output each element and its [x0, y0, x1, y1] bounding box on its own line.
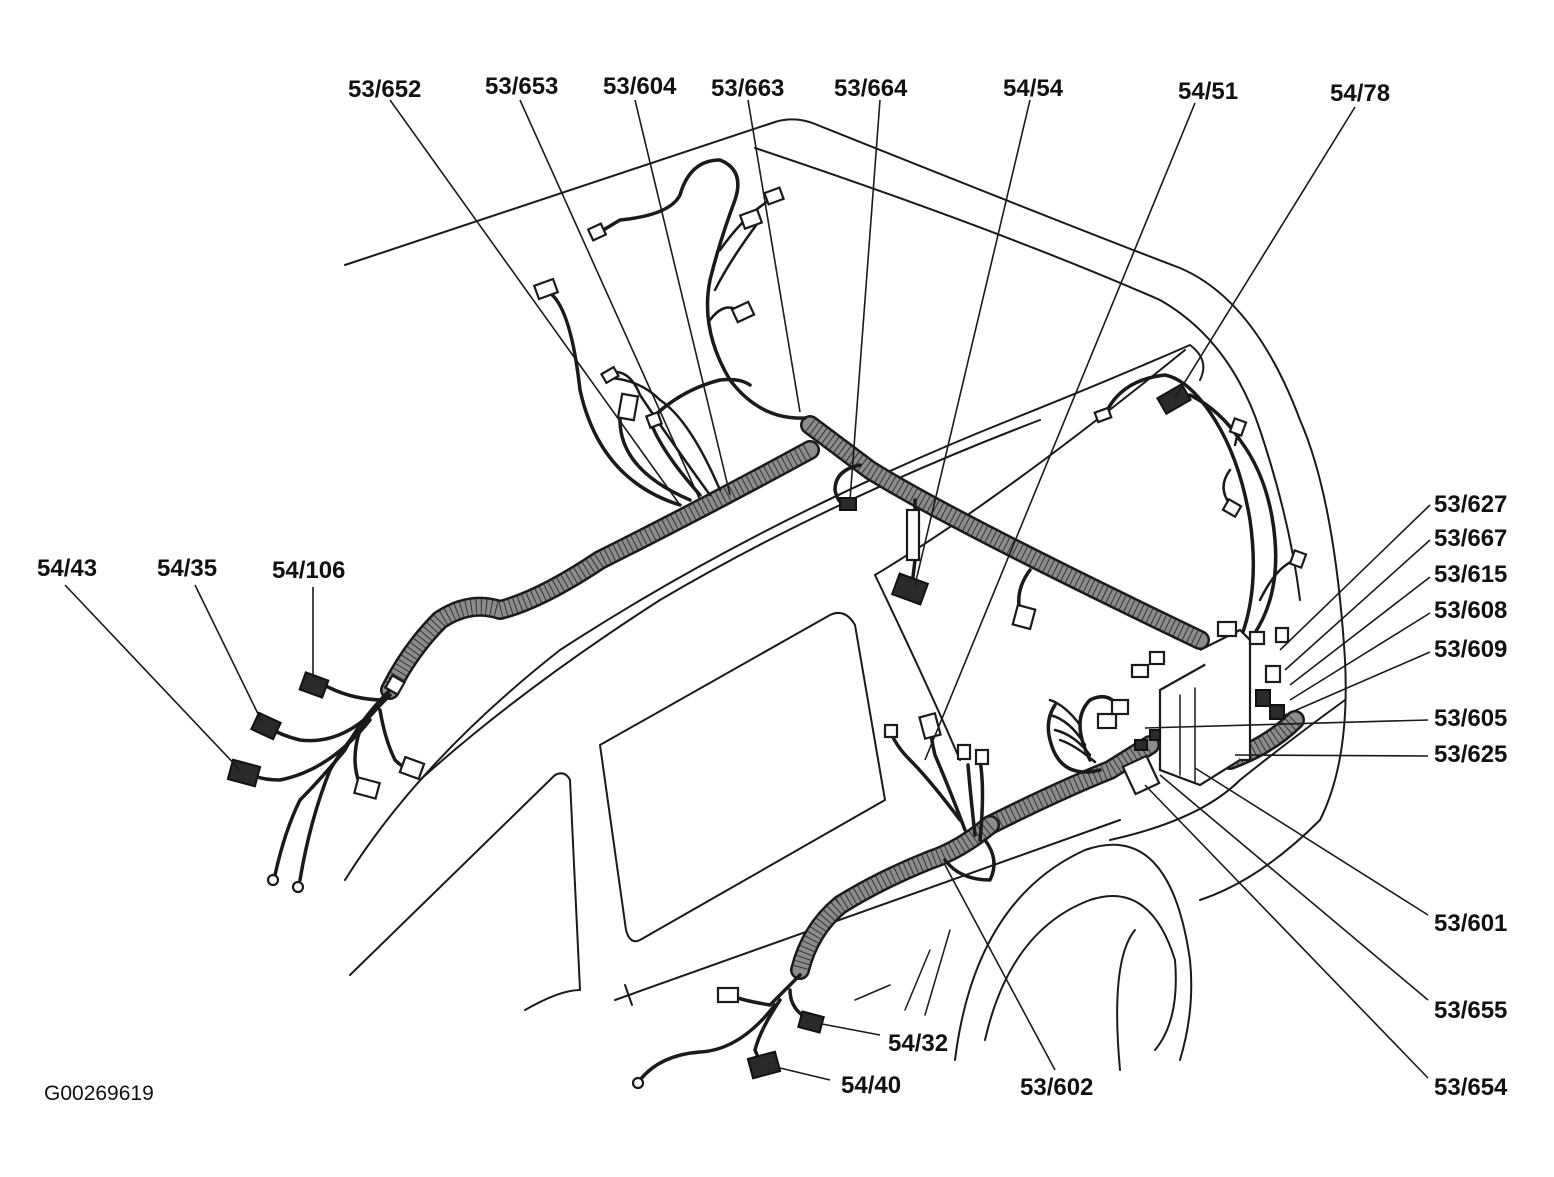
callout-53-667: 53/667: [1434, 525, 1507, 552]
connector-54-106: [298, 671, 330, 699]
vehicle-body-outline: [344, 118, 1347, 1071]
callout-54-51: 54/51: [1178, 78, 1238, 105]
connector-lower-a: [1130, 663, 1150, 679]
connector-pillar-2: [918, 711, 942, 741]
connector-small-2: [644, 410, 664, 430]
callout-54-40: 54/40: [841, 1072, 901, 1099]
connector-53-664: [839, 497, 857, 511]
callout-54-106: 54/106: [272, 557, 345, 584]
connector-54-54: [890, 572, 930, 606]
callout-53-653: 53/653: [485, 73, 558, 100]
connector-pillar-1: [883, 723, 899, 739]
connector-53-654: [1121, 754, 1161, 796]
connector-roof-mid: [738, 207, 764, 231]
module-connector-top: [1216, 620, 1238, 638]
connector-54-35: [249, 711, 283, 741]
connector-vertical: [616, 392, 640, 422]
callout-53-609: 53/609: [1434, 636, 1507, 663]
connector-roof-left: [586, 222, 608, 242]
connector-right-outer: [1288, 548, 1308, 570]
connector-left-small: [599, 365, 621, 385]
callout-54-43: 54/43: [37, 555, 97, 582]
callout-54-54: 54/54: [1003, 75, 1064, 102]
connector-54-40: [746, 1050, 782, 1080]
callout-53-605: 53/605: [1434, 705, 1507, 732]
connector-right-upper: [1228, 416, 1248, 438]
central-electronic-module: [1158, 620, 1290, 787]
callout-54-35: 54/35: [157, 555, 217, 582]
connector-left-top: [532, 277, 560, 301]
connector-right-mid: [1221, 497, 1243, 519]
callout-53-602: 53/602: [1020, 1074, 1093, 1101]
callout-53-652: 53/652: [348, 76, 421, 103]
callout-53-615: 53/615: [1434, 561, 1507, 588]
callout-53-655: 53/655: [1434, 997, 1507, 1024]
callout-53-604: 53/604: [603, 73, 677, 100]
callout-53-663: 53/663: [711, 75, 784, 102]
callout-53-608: 53/608: [1434, 597, 1507, 624]
connector-roof-top: [763, 186, 785, 206]
callout-labels: 53/652 53/653 53/604 53/663 53/664 54/54…: [37, 73, 1508, 1105]
callout-53-601: 53/601: [1434, 910, 1507, 937]
callout-54-78: 54/78: [1330, 80, 1390, 107]
callout-53-627: 53/627: [1434, 491, 1507, 518]
leader-lines: [64, 99, 1431, 1081]
callout-54-32: 54/32: [888, 1030, 948, 1057]
callout-53-654: 53/654: [1434, 1074, 1508, 1101]
connector-center: [1011, 603, 1037, 631]
connector-lower-left: [716, 986, 740, 1004]
connectors: [226, 186, 1308, 1090]
branch-wires: [246, 158, 1302, 1082]
connector-54-43: [226, 758, 262, 788]
callout-53-664: 53/664: [834, 75, 908, 102]
connector-54-78: [1156, 382, 1192, 416]
connector-lower-b: [1096, 712, 1118, 730]
connector-inline-fuse: [905, 508, 921, 562]
callout-53-625: 53/625: [1434, 741, 1507, 768]
figure-id: G00269619: [44, 1082, 154, 1105]
connector-54-32: [797, 1010, 825, 1034]
connector-right-small: [1093, 406, 1113, 424]
connector-roof-low: [730, 300, 756, 324]
main-harness-loom: [380, 415, 1305, 980]
